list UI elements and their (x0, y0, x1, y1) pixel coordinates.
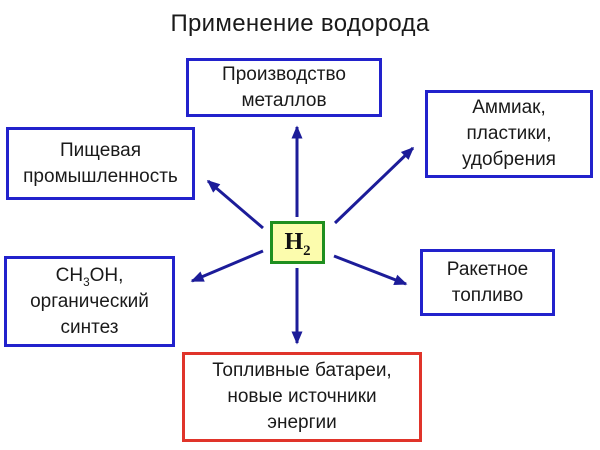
node-line: Топливные батареи, (212, 360, 392, 381)
node-line: промышленность (23, 165, 178, 187)
node-line: синтез (60, 316, 119, 338)
node-line: металлов (241, 89, 327, 111)
diagram-title: Применение водорода (170, 10, 430, 37)
node-line: энергии (267, 412, 337, 433)
hydrogen-formula: H2 (284, 229, 311, 259)
node-food-industry: Пищевая промышленность (6, 127, 195, 200)
node-line: Пищевая (60, 139, 141, 161)
node-hydrogen-center: H2 (270, 221, 325, 264)
node-line: топливо (451, 284, 524, 306)
node-rocket-fuel: Ракетное топливо (420, 249, 555, 316)
node-line: удобрения (462, 149, 556, 170)
node-line: Ракетное (446, 258, 529, 280)
node-metals-production: Производство металлов (186, 58, 382, 117)
arrow-to-ammonia (333, 146, 415, 225)
node-fuel-cells-new-energy: Топливные батареи, новые источники энерг… (182, 352, 422, 442)
arrow-to-methanol (190, 249, 264, 283)
arrow-to-food (206, 179, 264, 230)
node-line: пластики, (466, 123, 552, 144)
node-methanol-organic-synthesis: CH3OH, органический синтез (4, 256, 175, 347)
node-line: органический (30, 290, 149, 312)
node-line: Производство (222, 63, 346, 85)
node-line: Аммиак, (472, 97, 546, 118)
node-line-formula: CH3OH, (55, 264, 124, 289)
node-ammonia-plastics-fertilizers: Аммиак, пластики, удобрения (425, 90, 593, 178)
node-line: новые источники (227, 386, 377, 407)
arrow-to-rocket (333, 254, 408, 286)
